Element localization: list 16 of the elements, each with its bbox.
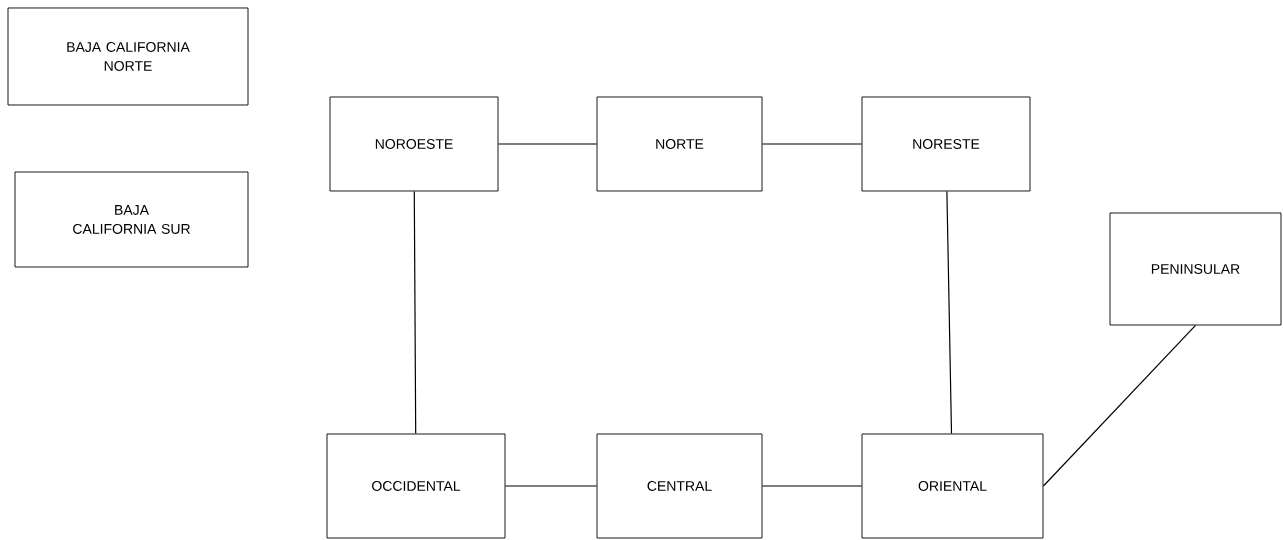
connector-line <box>946 190 953 435</box>
region-box: BAJA CALIFORNIA NORTE <box>7 7 249 106</box>
region-box: BAJA CALIFORNIA SUR <box>14 171 249 268</box>
region-box: NORTE <box>596 96 763 192</box>
connector-line <box>413 190 417 435</box>
connector-line <box>504 485 598 487</box>
region-box: NORESTE <box>861 96 1031 192</box>
region-box: ORIENTAL <box>861 433 1044 539</box>
connector-line <box>761 143 863 145</box>
connector-line <box>761 485 863 487</box>
region-box: OCCIDENTAL <box>326 433 506 539</box>
connector-line <box>1042 324 1197 487</box>
connector-line <box>497 143 598 145</box>
region-box: CENTRAL <box>596 433 763 539</box>
region-box: PENINSULAR <box>1109 212 1282 326</box>
region-box: NOROESTE <box>329 96 499 192</box>
